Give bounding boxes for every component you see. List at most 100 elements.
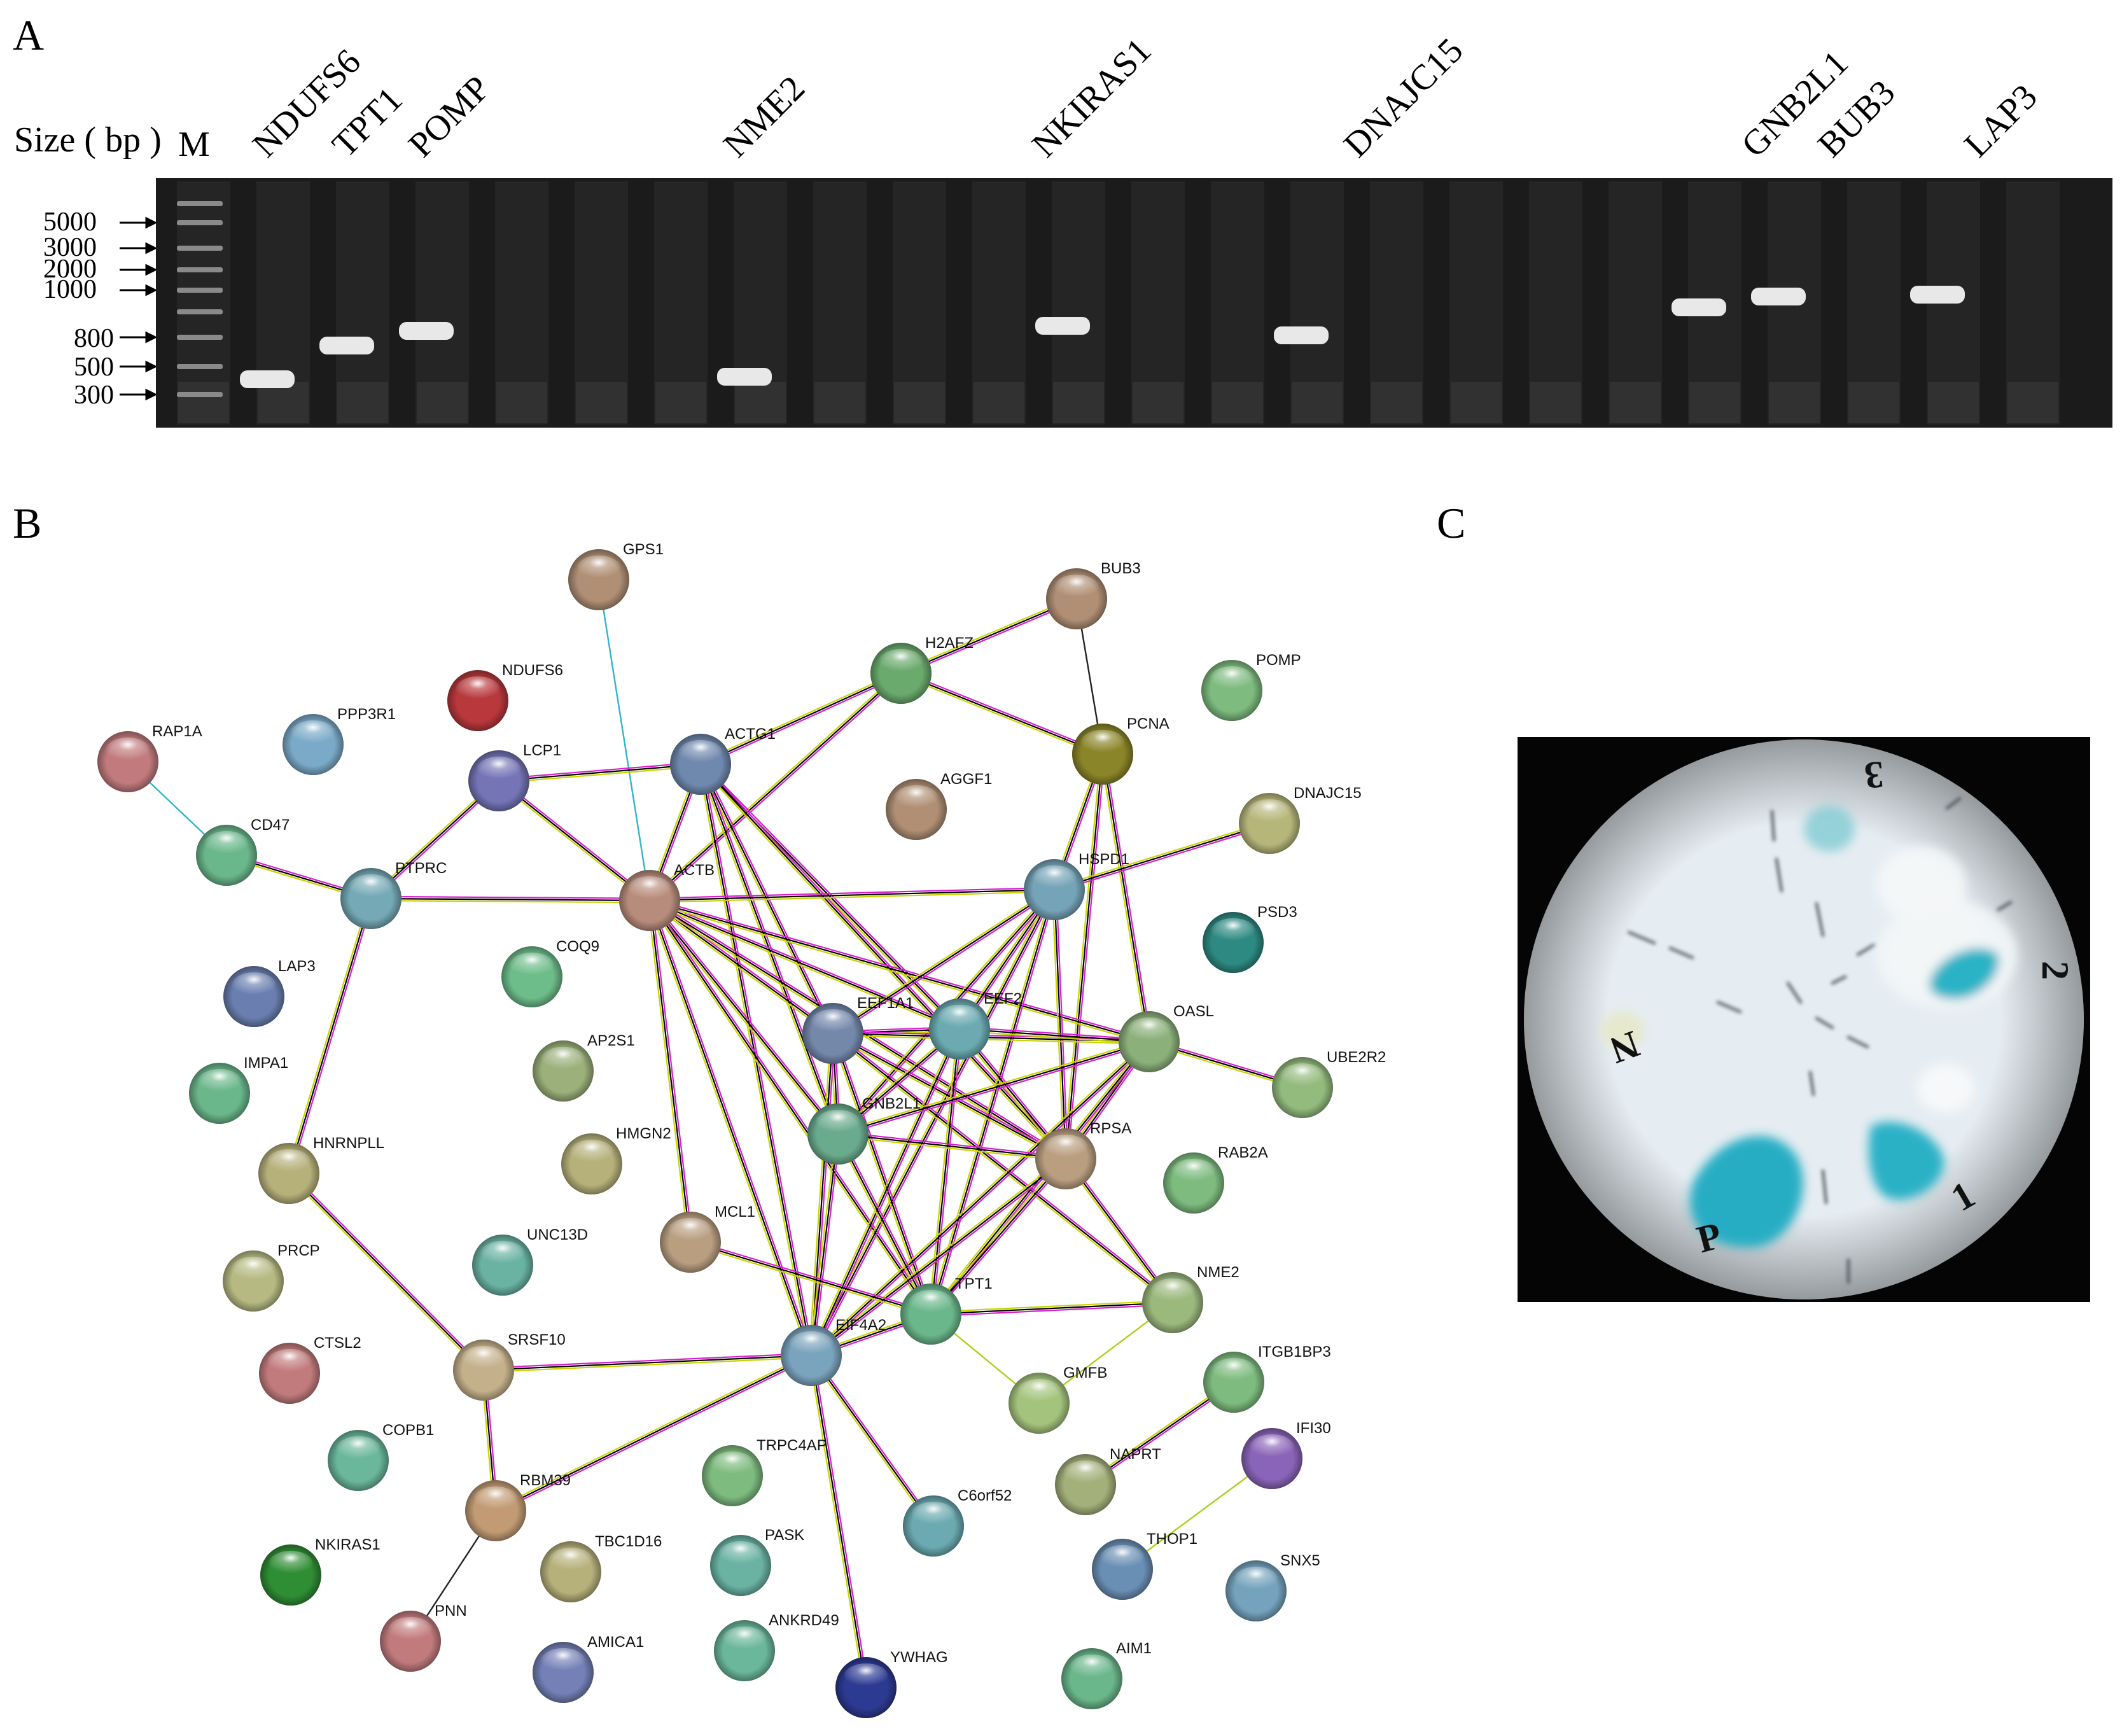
edge-strand xyxy=(699,764,839,1135)
edge-strand xyxy=(811,1041,1150,1356)
node-aim1[interactable]: AIM1 xyxy=(1061,1640,1152,1709)
size-heading: Size ( bp ) xyxy=(14,120,162,160)
node-hnrnpll[interactable]: HNRNPLL xyxy=(258,1135,384,1204)
node-rab2a[interactable]: RAB2A xyxy=(1163,1144,1268,1214)
edge-strand xyxy=(1053,889,1067,1159)
gel-band xyxy=(1035,317,1090,335)
node-tpt1[interactable]: TPT1 xyxy=(900,1275,993,1345)
node-ankrd49[interactable]: ANKRD49 xyxy=(714,1612,839,1681)
node-hmgn2[interactable]: HMGN2 xyxy=(561,1125,671,1194)
plate-label-3: 3 xyxy=(1862,753,1885,797)
edge-strand xyxy=(1053,820,1269,888)
node-nkiras1[interactable]: NKIRAS1 xyxy=(260,1536,380,1606)
node-actb[interactable]: ACTB xyxy=(619,862,715,931)
edge-strand xyxy=(483,1352,811,1369)
gel-primer-smear xyxy=(894,382,945,423)
gel-primer-smear xyxy=(655,382,706,423)
node-itgb1bp3[interactable]: ITGB1BP3 xyxy=(1203,1343,1331,1413)
node-ywhag[interactable]: YWHAG xyxy=(835,1649,948,1718)
node-ifi30[interactable]: IFI30 xyxy=(1241,1420,1331,1489)
network-edge xyxy=(830,1032,934,1315)
node-ppp3r1[interactable]: PPP3R1 xyxy=(283,706,396,775)
edge-strand xyxy=(832,1033,932,1315)
node-h2afz[interactable]: H2AFZ xyxy=(870,634,974,704)
size-marker-800: 800 xyxy=(74,324,114,353)
edge-strand xyxy=(830,1033,930,1315)
node-c6orf52[interactable]: C6orf52 xyxy=(903,1487,1012,1557)
edge-strand xyxy=(646,900,689,1243)
node-thop1[interactable]: THOP1 xyxy=(1092,1530,1197,1600)
node-gnb2l1[interactable]: GNB2L1 xyxy=(807,1095,921,1165)
panel-b: B GPS1BUB3NDUFS6H2AFZPOMPRAP1APPP3R1LCP1… xyxy=(13,499,1386,1718)
node-pcna[interactable]: PCNA xyxy=(1072,715,1169,785)
node-psd3[interactable]: PSD3 xyxy=(1203,904,1297,973)
node-gps1[interactable]: GPS1 xyxy=(568,541,664,610)
node-naprt[interactable]: NAPRT xyxy=(1055,1446,1161,1515)
node-ap2s1[interactable]: AP2S1 xyxy=(533,1032,635,1102)
node-pnn[interactable]: PNN xyxy=(380,1602,467,1672)
node-actg1[interactable]: ACTG1 xyxy=(670,725,776,795)
edge-strand xyxy=(959,1030,1149,1045)
node-trpc4ap[interactable]: TRPC4AP xyxy=(702,1437,827,1506)
node-amica1[interactable]: AMICA1 xyxy=(533,1634,644,1703)
size-marker-2000: 2000 xyxy=(43,255,97,284)
size-marker-500: 500 xyxy=(74,353,114,382)
node-ube2r2[interactable]: UBE2R2 xyxy=(1272,1049,1386,1118)
node-coq9[interactable]: COQ9 xyxy=(501,938,599,1007)
node-label: LAP3 xyxy=(278,958,316,975)
node-ndufs6[interactable]: NDUFS6 xyxy=(447,662,563,731)
node-hspd1[interactable]: HSPD1 xyxy=(1024,851,1129,920)
network-edge xyxy=(808,1033,836,1356)
node-label: RAB2A xyxy=(1218,1144,1268,1161)
node-rbm39[interactable]: RBM39 xyxy=(465,1472,571,1541)
node-gmfb[interactable]: GMFB xyxy=(1009,1364,1107,1434)
edge-strand xyxy=(1104,753,1152,1042)
node-ctsl2[interactable]: CTSL2 xyxy=(259,1334,361,1404)
node-aggf1[interactable]: AGGF1 xyxy=(886,771,992,840)
edge-strand xyxy=(831,887,1054,1033)
node-ptprc[interactable]: PTPRC xyxy=(340,860,447,929)
node-mcl1[interactable]: MCL1 xyxy=(660,1203,755,1273)
node-eif4a2[interactable]: EIF4A2 xyxy=(781,1317,886,1386)
edge-strand xyxy=(928,1028,958,1314)
gel-primer-smear xyxy=(1848,382,1899,423)
network-edge xyxy=(809,888,1057,1357)
edge-strand xyxy=(286,1174,483,1373)
node-label: TPT1 xyxy=(955,1275,993,1292)
node-oasl[interactable]: OASL xyxy=(1119,1003,1214,1072)
panel-a-letter: A xyxy=(13,11,44,59)
node-cd47[interactable]: CD47 xyxy=(196,816,290,886)
node-nme2[interactable]: NME2 xyxy=(1142,1264,1239,1333)
edge-strand xyxy=(649,673,902,901)
edge-strand xyxy=(648,900,692,1243)
edge-strand xyxy=(370,897,650,902)
node-lap3[interactable]: LAP3 xyxy=(223,958,316,1027)
node-rap1a[interactable]: RAP1A xyxy=(97,723,202,792)
edge-strand xyxy=(288,898,372,1174)
node-pask[interactable]: PASK xyxy=(710,1527,804,1596)
node-copb1[interactable]: COPB1 xyxy=(328,1422,434,1491)
node-lcp1[interactable]: LCP1 xyxy=(468,742,561,811)
node-label: CD47 xyxy=(251,816,290,834)
gel-primer-smear xyxy=(814,382,865,423)
node-label: PRCP xyxy=(277,1242,320,1259)
network-edge xyxy=(809,1028,962,1357)
edge-strand xyxy=(811,1158,1066,1356)
node-bub3[interactable]: BUB3 xyxy=(1046,560,1141,629)
node-eef1a1[interactable]: EEF1A1 xyxy=(802,995,914,1064)
node-unc13d[interactable]: UNC13D xyxy=(472,1226,588,1296)
node-label: NME2 xyxy=(1197,1264,1239,1281)
edge-strand xyxy=(809,1028,959,1355)
edge-strand xyxy=(1122,1458,1273,1570)
node-pomp[interactable]: POMP xyxy=(1201,652,1301,721)
node-tbc1d16[interactable]: TBC1D16 xyxy=(540,1533,662,1602)
network-edge xyxy=(646,900,694,1243)
node-impa1[interactable]: IMPA1 xyxy=(189,1054,288,1124)
node-eef2[interactable]: EEF2 xyxy=(929,990,1022,1060)
node-prcp[interactable]: PRCP xyxy=(223,1242,320,1312)
node-dnajc15[interactable]: DNAJC15 xyxy=(1239,785,1362,854)
node-srsf10[interactable]: SRSF10 xyxy=(453,1331,566,1401)
node-rpsa[interactable]: RPSA xyxy=(1035,1120,1131,1189)
node-snx5[interactable]: SNX5 xyxy=(1225,1552,1320,1621)
lane-label-pomp: POMP xyxy=(401,68,498,165)
